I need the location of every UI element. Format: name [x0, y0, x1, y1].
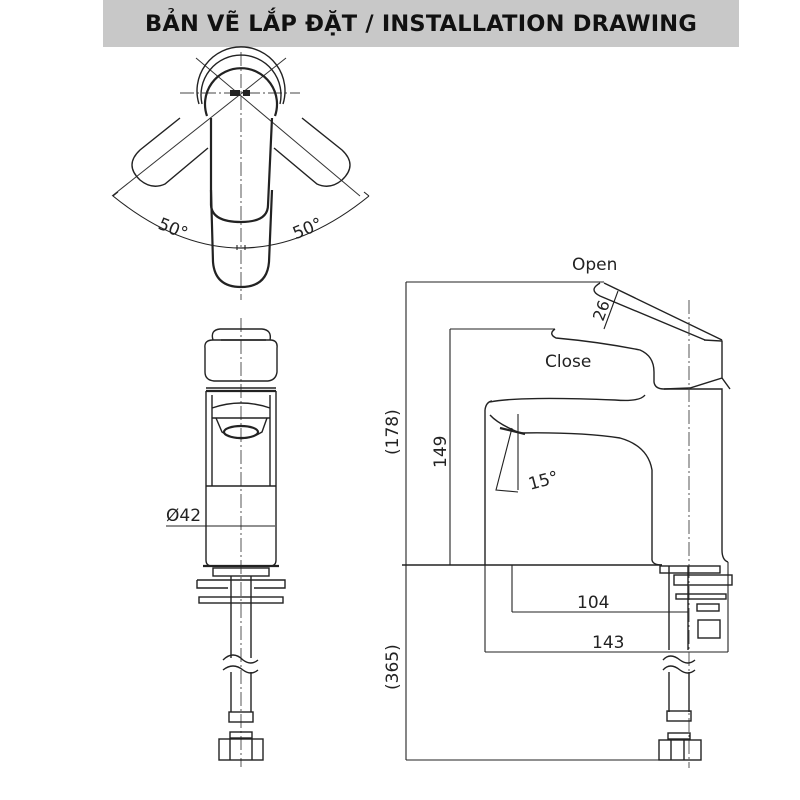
left-rotation-line [111, 57, 287, 197]
drawing-title: BẢN VẼ LẮP ĐẶT / INSTALLATION DRAWING [145, 10, 697, 37]
side-hose-connector-nut [658, 739, 702, 761]
mounting-nut [198, 596, 284, 604]
handle-angle-dimension [603, 290, 619, 330]
aerator-ring [222, 424, 260, 440]
side-view: (178) 149 (365) 26 Open Close 15° 104 [383, 255, 733, 768]
body-outer-arc [196, 46, 286, 105]
hose-connector-nut [218, 738, 264, 761]
rotation-angle-arc [112, 195, 370, 249]
mounting-washer [196, 579, 286, 589]
title-banner: BẢN VẼ LẮP ĐẶT / INSTALLATION DRAWING [103, 0, 739, 47]
spout-front [484, 400, 493, 565]
angle-left-label: 50° [155, 214, 190, 244]
cartridge-marker [230, 90, 240, 96]
break-mark-top [222, 654, 259, 664]
right-rotation-line [195, 57, 361, 197]
handle-cap [211, 328, 272, 341]
break-mark-bottom [222, 665, 259, 674]
front-view: Ø42 [166, 318, 286, 767]
handle-open [593, 282, 706, 341]
aerator-outlet [499, 426, 526, 436]
hose-length-label: (365) [383, 644, 403, 690]
spout-body [489, 414, 663, 566]
side-hose-ferrule [666, 710, 692, 722]
open-label: Open [572, 255, 617, 275]
top-view: 50° 50° [111, 46, 370, 300]
spout-reach-label: 104 [577, 593, 609, 613]
hose-ferrule [228, 711, 254, 723]
handle-angle-label: 26 [589, 298, 614, 324]
handle-center [209, 117, 274, 224]
base-plate [212, 567, 270, 577]
total-height-label: (178) [383, 409, 403, 455]
spout-angle-flow [495, 427, 519, 493]
angle-right-label: 50° [290, 214, 325, 244]
handle-top-arc [203, 67, 279, 117]
handle-closed [551, 328, 723, 390]
total-length-label: 143 [592, 633, 624, 653]
spout-angle-label: 15° [526, 468, 560, 495]
side-connector-nut [697, 619, 721, 639]
body-rear [664, 388, 729, 563]
side-mounting-nut [675, 593, 727, 600]
handle-body [209, 189, 274, 289]
diameter-label: Ø42 [166, 506, 201, 526]
spout-height-label: 149 [431, 436, 451, 468]
handle-right-rotated [273, 117, 351, 187]
handle-block [204, 339, 278, 382]
close-label: Close [545, 352, 591, 372]
side-base-plate [659, 565, 721, 574]
spout-aerator [215, 417, 268, 440]
body-inner-arc [200, 54, 282, 105]
handle-left-rotated [131, 117, 209, 187]
